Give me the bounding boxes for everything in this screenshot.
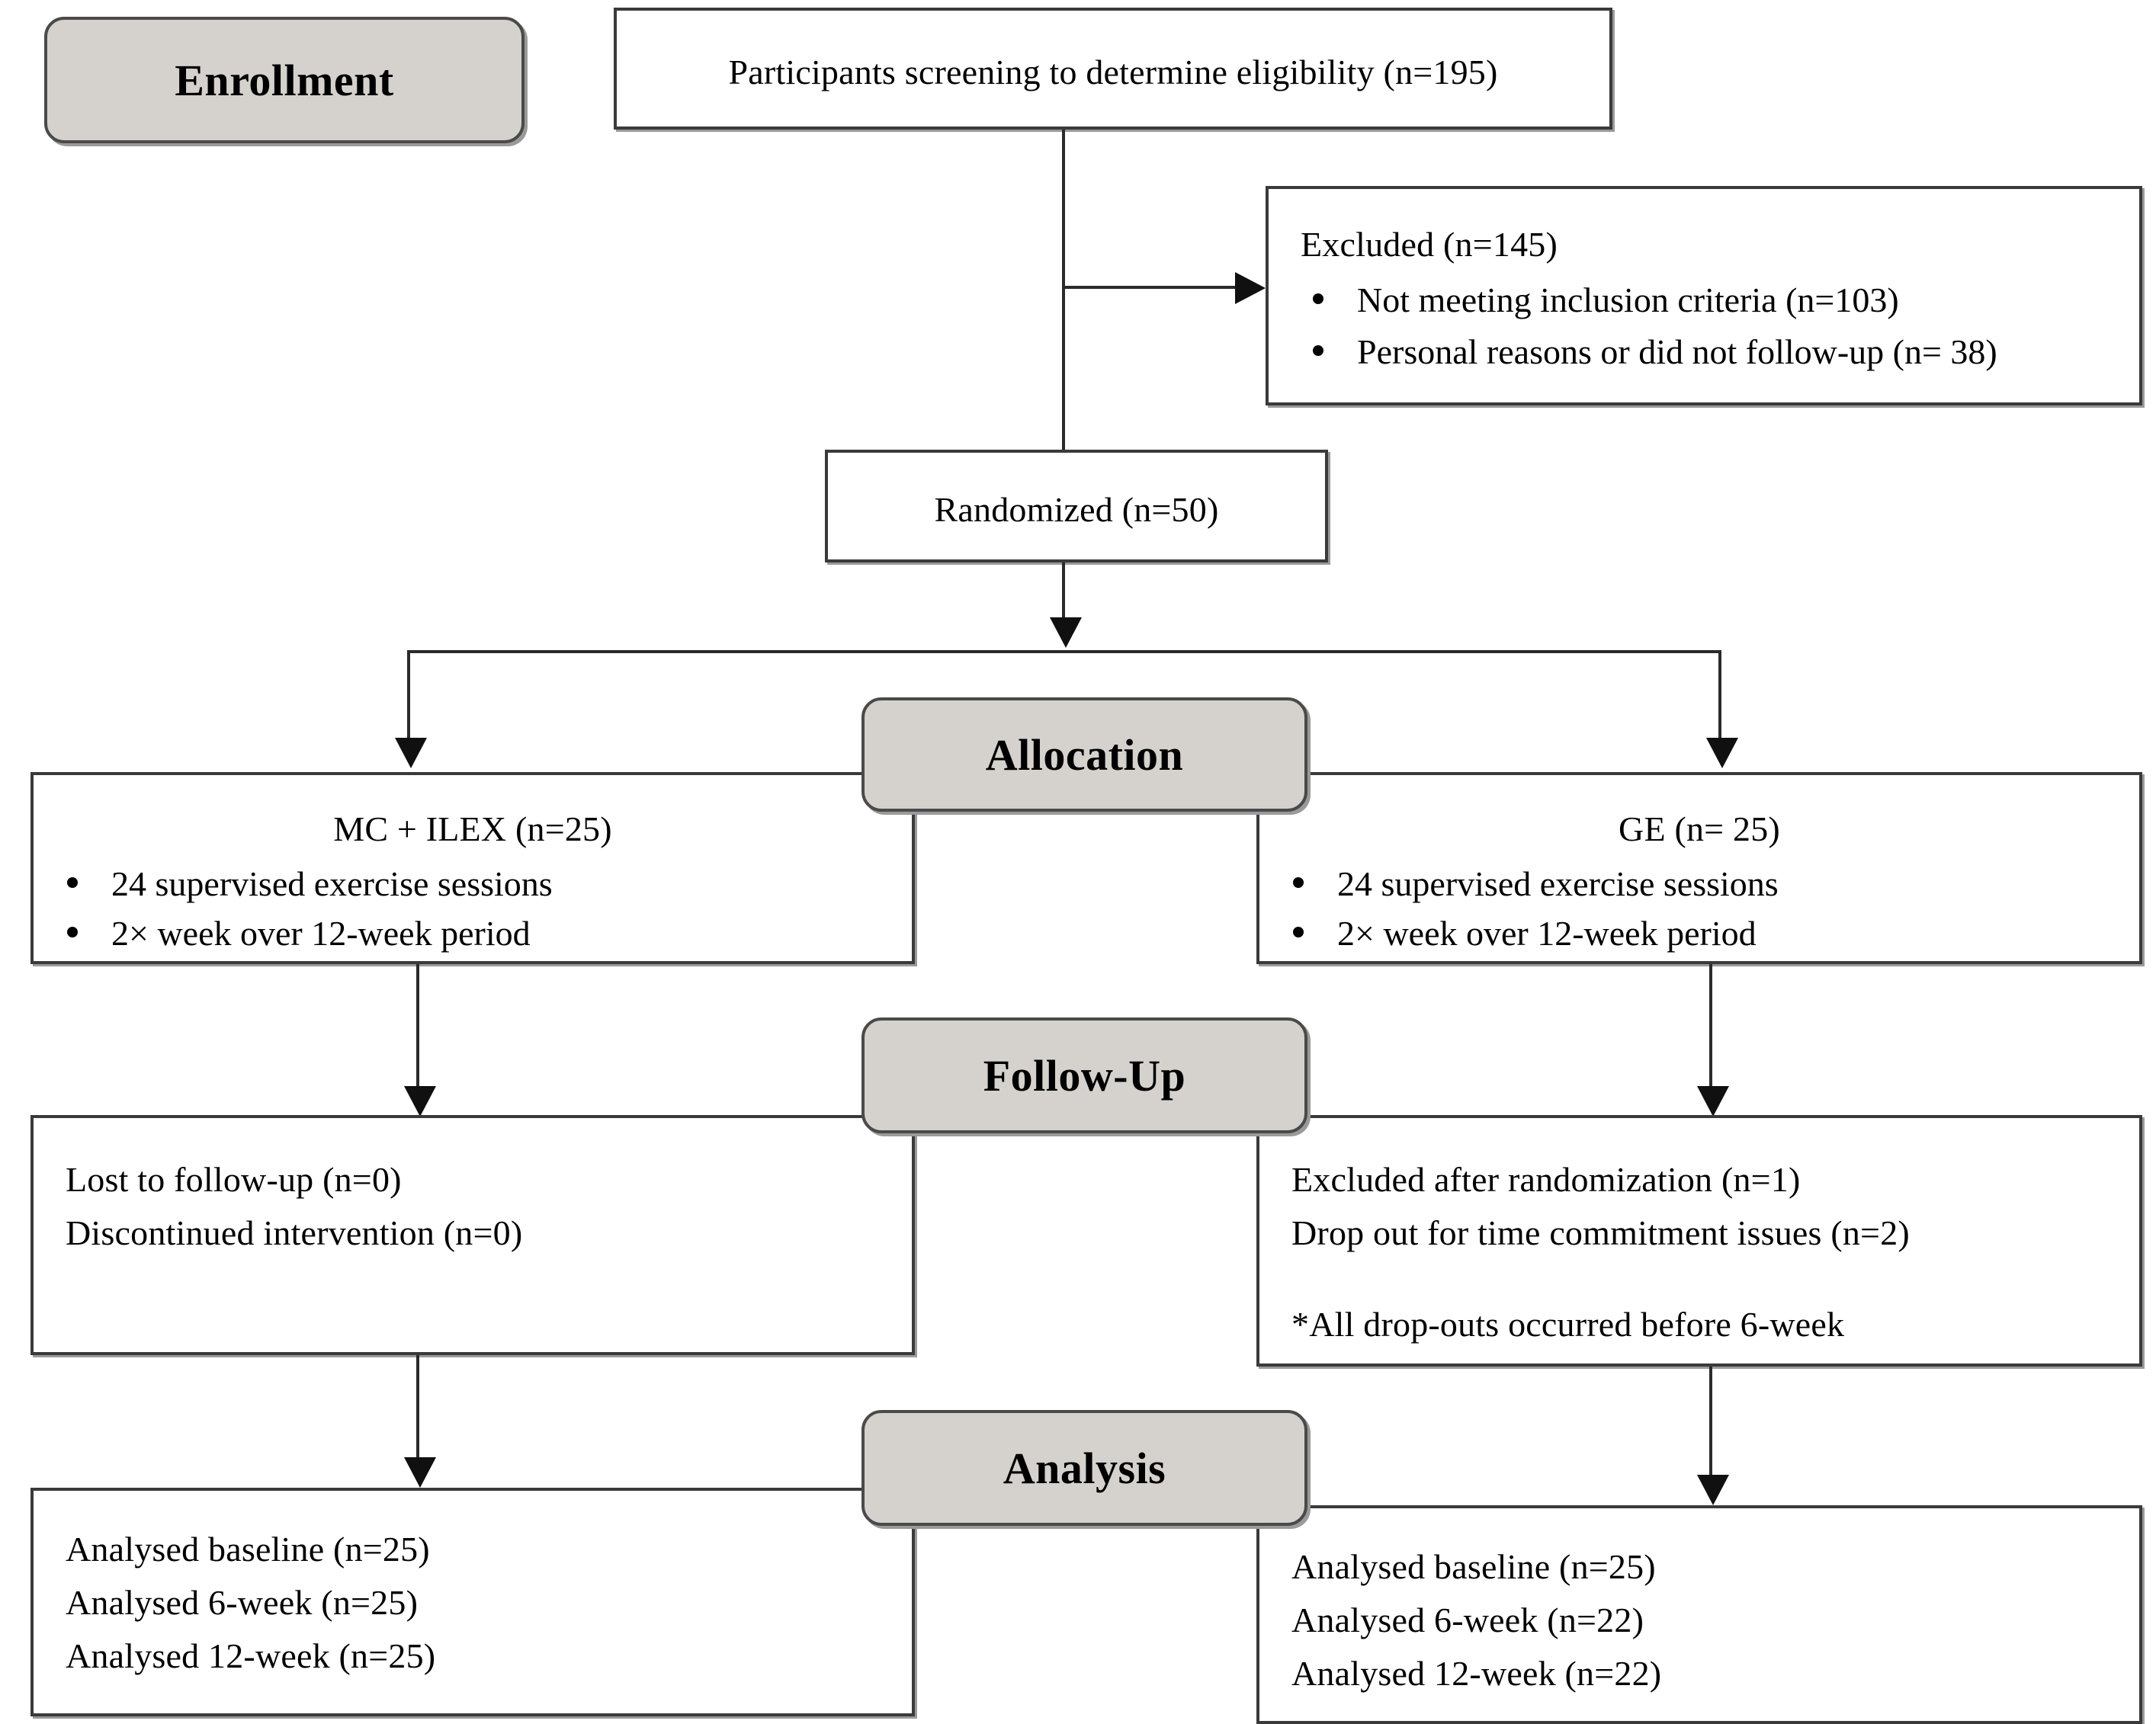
- allocation-left-bullet-1-text: 24 supervised exercise sessions: [111, 864, 553, 903]
- stage-pill-allocation: Allocation: [861, 697, 1307, 812]
- analysis-left-line-2: Analysed 6-week (n=25): [66, 1583, 419, 1622]
- excluded-bullet-2: Personal reasons or did not follow-up (n…: [1313, 331, 1997, 373]
- allocation-box-right: GE (n= 25) 24 supervised exercise sessio…: [1256, 772, 2142, 964]
- connector-allocation-split: [407, 650, 1721, 653]
- stage-label-analysis: Analysis: [1003, 1443, 1166, 1493]
- analysis-right-line-3: Analysed 12-week (n=22): [1291, 1654, 1662, 1693]
- arrow-to-right-allocation: [1706, 738, 1738, 768]
- followup-box-left: Lost to follow-up (n=0) Discontinued int…: [30, 1115, 915, 1355]
- excluded-heading: Excluded (n=145): [1301, 225, 1558, 264]
- bullet-dot-icon: [67, 927, 78, 937]
- arrow-to-excluded: [1235, 272, 1266, 304]
- analysis-left-line-3: Analysed 12-week (n=25): [66, 1636, 436, 1675]
- connector-left-alloc-to-followup: [416, 964, 419, 1109]
- followup-right-line-1: Excluded after randomization (n=1): [1291, 1160, 1801, 1199]
- connector-right-followup-to-analysis: [1709, 1367, 1712, 1479]
- allocation-right-bullet-2: 2× week over 12-week period: [1293, 912, 1757, 954]
- connector-screening-trunk: [1062, 130, 1065, 450]
- bullet-dot-icon: [1293, 927, 1304, 937]
- allocation-right-bullet-1: 24 supervised exercise sessions: [1293, 863, 1779, 905]
- stage-pill-followup: Follow-Up: [861, 1017, 1307, 1133]
- randomized-box: Randomized (n=50): [825, 450, 1328, 562]
- arrow-left-alloc-to-followup: [404, 1086, 436, 1117]
- excluded-bullet-2-text: Personal reasons or did not follow-up (n…: [1357, 332, 1997, 371]
- bullet-dot-icon: [1293, 877, 1304, 888]
- randomized-text: Randomized (n=50): [934, 490, 1219, 529]
- followup-left-line-1: Lost to follow-up (n=0): [66, 1160, 402, 1199]
- allocation-left-bullet-2-text: 2× week over 12-week period: [111, 914, 531, 953]
- allocation-left-title: MC + ILEX (n=25): [333, 809, 612, 848]
- arrow-right-followup-to-analysis: [1697, 1475, 1729, 1505]
- connector-randomized-down: [1062, 562, 1065, 640]
- arrow-left-followup-to-analysis: [404, 1457, 436, 1488]
- screening-box: Participants screening to determine elig…: [614, 8, 1612, 130]
- excluded-bullet-1-text: Not meeting inclusion criteria (n=103): [1357, 280, 1899, 319]
- allocation-left-bullet-1: 24 supervised exercise sessions: [67, 863, 553, 905]
- arrow-right-alloc-to-followup: [1697, 1086, 1729, 1117]
- excluded-box: Excluded (n=145) Not meeting inclusion c…: [1266, 186, 2142, 405]
- connector-allocation-left-drop: [407, 650, 410, 743]
- connector-excluded-horizontal: [1062, 286, 1237, 289]
- allocation-box-left: MC + ILEX (n=25) 24 supervised exercise …: [30, 772, 915, 964]
- analysis-right-line-1: Analysed baseline (n=25): [1291, 1547, 1656, 1586]
- analysis-box-right: Analysed baseline (n=25) Analysed 6-week…: [1256, 1505, 2142, 1724]
- analysis-box-left: Analysed baseline (n=25) Analysed 6-week…: [30, 1488, 915, 1716]
- analysis-right-line-2: Analysed 6-week (n=22): [1291, 1601, 1644, 1639]
- allocation-right-bullet-1-text: 24 supervised exercise sessions: [1337, 864, 1779, 903]
- connector-right-alloc-to-followup: [1709, 964, 1712, 1109]
- arrow-randomized-to-split: [1050, 617, 1082, 648]
- bullet-dot-icon: [67, 877, 78, 888]
- allocation-left-bullet-2: 2× week over 12-week period: [67, 912, 531, 954]
- stage-label-followup: Follow-Up: [983, 1050, 1186, 1101]
- bullet-dot-icon: [1313, 345, 1323, 356]
- bullet-dot-icon: [1313, 293, 1323, 304]
- connector-left-followup-to-analysis: [416, 1355, 419, 1462]
- allocation-right-title: GE (n= 25): [1619, 809, 1780, 848]
- excluded-bullet-1: Not meeting inclusion criteria (n=103): [1313, 279, 1899, 321]
- stage-label-enrollment: Enrollment: [175, 55, 394, 105]
- stage-pill-enrollment: Enrollment: [44, 17, 525, 143]
- followup-box-right: Excluded after randomization (n=1) Drop …: [1256, 1115, 2142, 1367]
- screening-text: Participants screening to determine elig…: [728, 53, 1498, 91]
- stage-label-allocation: Allocation: [985, 729, 1184, 780]
- connector-allocation-right-drop: [1718, 650, 1721, 743]
- analysis-left-line-1: Analysed baseline (n=25): [66, 1530, 430, 1569]
- followup-right-note: *All drop-outs occurred before 6-week: [1291, 1305, 1845, 1344]
- followup-left-line-2: Discontinued intervention (n=0): [66, 1213, 523, 1252]
- arrow-to-left-allocation: [395, 738, 427, 768]
- allocation-right-bullet-2-text: 2× week over 12-week period: [1337, 914, 1757, 953]
- stage-pill-analysis: Analysis: [861, 1410, 1307, 1526]
- followup-right-line-2: Drop out for time commitment issues (n=2…: [1291, 1213, 1910, 1252]
